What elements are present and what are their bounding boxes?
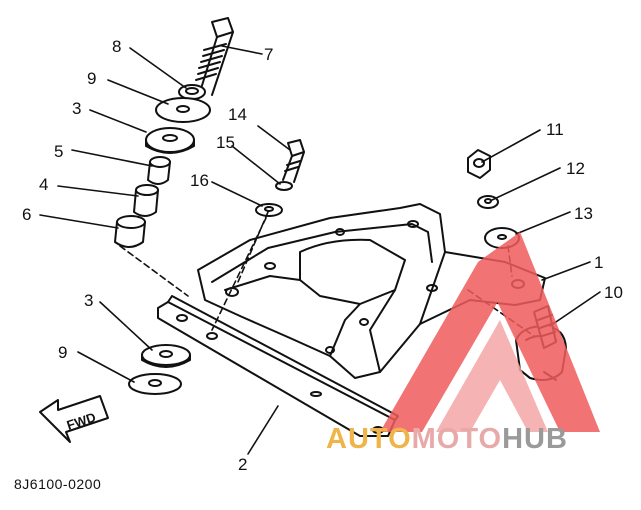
nut-8 (178, 84, 206, 100)
callout-3-top: 3 (72, 99, 82, 118)
bolt-7 (195, 17, 234, 96)
watermark-part-3: HUB (502, 423, 568, 455)
watermark-part-2: MOTO (411, 423, 503, 455)
rubber-3-bottom (141, 344, 191, 368)
washer-16 (255, 203, 283, 217)
washer-12 (477, 195, 499, 209)
callout-11: 11 (546, 120, 564, 139)
bolt-14 (282, 139, 305, 183)
callout-3-bottom: 3 (84, 291, 94, 310)
callout-5: 5 (54, 142, 64, 161)
callout-9-top: 9 (87, 69, 97, 88)
collar-5 (147, 156, 171, 185)
rubber-3-top (145, 127, 195, 154)
watermark-part-1: AUTO (326, 423, 412, 455)
callout-13: 13 (574, 204, 593, 223)
collar-6 (114, 215, 146, 248)
callout-10: 10 (604, 283, 623, 302)
callout-15: 15 (216, 133, 235, 152)
callout-12: 12 (566, 159, 585, 178)
watermark-text: AUTOMOTOHUB (326, 423, 568, 456)
callout-8: 8 (112, 37, 122, 56)
washer-9-bottom (128, 373, 182, 395)
fwd-arrow-shape (39, 395, 109, 443)
callout-2: 2 (238, 455, 248, 474)
callout-6: 6 (22, 205, 32, 224)
washer-15 (275, 181, 293, 191)
leader-lines (39, 45, 601, 455)
nut-11 (467, 149, 491, 179)
callout-9-bottom: 9 (58, 343, 68, 362)
callout-16: 16 (190, 171, 209, 190)
callout-7: 7 (264, 45, 274, 64)
callout-14: 14 (228, 105, 247, 124)
document-code: 8J6100-0200 (14, 476, 102, 492)
callout-1: 1 (594, 253, 604, 272)
callout-4: 4 (39, 175, 49, 194)
collar-4 (133, 184, 159, 217)
washer-9-top (155, 97, 211, 123)
watermark-logo-icon (380, 232, 600, 432)
